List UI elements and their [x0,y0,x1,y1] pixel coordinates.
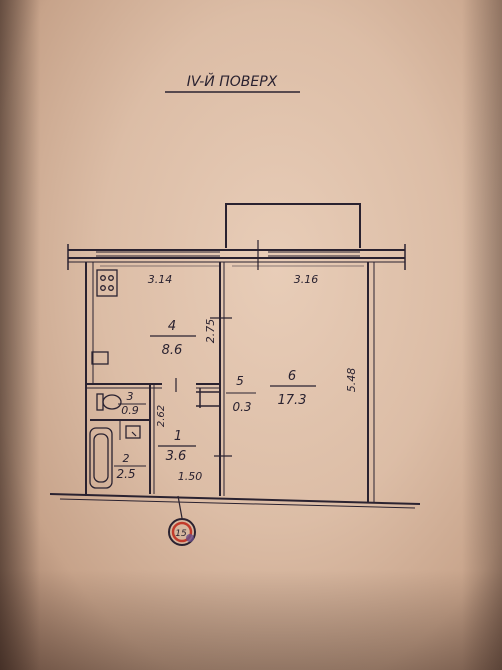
bottom-wall [49,493,421,509]
room-6-area: 17.3 [278,393,307,408]
partition-kitchen-room [219,262,225,496]
room-4-number: 4 [168,319,176,334]
top-wall [67,240,406,270]
dim-kitchen-depth: 2.75 [204,319,217,344]
balcony [225,203,361,248]
toilet-icon [96,393,122,411]
dim-room-depth: 5.48 [345,368,358,393]
dim-hall-width: 1.50 [178,470,203,483]
sink-icon [91,351,109,365]
room-6-number: 6 [288,369,296,384]
room-3-area: 0.9 [121,404,139,417]
stove-icon [96,269,118,297]
room-5-area: 0.3 [232,400,251,414]
room-5-number: 5 [236,374,244,388]
stamp-label: 15 [175,529,187,539]
room-2-area: 2.5 [116,467,135,481]
bath-sink-icon [125,425,141,439]
room-1-area: 3.6 [166,449,187,464]
room-3-number: 3 [127,390,134,403]
partition-kitchen-hall [86,383,220,389]
right-wall [367,262,375,502]
dim-kitchen-width: 3.14 [148,273,173,286]
room-2-number: 2 [123,452,130,465]
room-4-area: 8.6 [162,343,183,358]
bathtub-icon [89,427,113,489]
closet [196,388,220,408]
room-1-number: 1 [174,429,182,444]
dim-room-width: 3.16 [294,273,319,286]
entry-line [177,495,183,519]
dim-bath-depth: 2.62 [156,405,167,427]
page-title: IV-Й ПОВЕРХ [187,72,278,90]
